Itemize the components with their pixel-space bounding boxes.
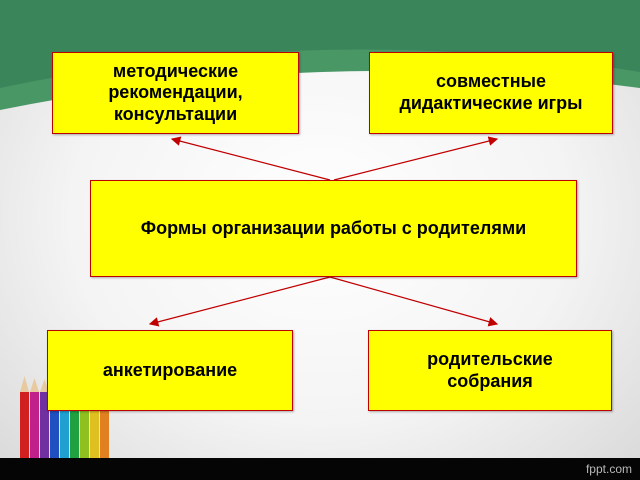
box-bottom-right: родительские собрания bbox=[368, 330, 612, 411]
box-bottom-left-text: анкетирование bbox=[102, 359, 238, 380]
pencil-green bbox=[70, 404, 79, 458]
box-top-right-text: совместные дидактические игры bbox=[399, 71, 583, 113]
pencil-red bbox=[20, 376, 29, 458]
pencil-yellow bbox=[90, 404, 99, 458]
pencil-cyan bbox=[60, 404, 69, 458]
arrow-to-top-left bbox=[170, 136, 331, 181]
pencil-orange bbox=[100, 404, 109, 458]
box-center: Формы организации работы с родителями bbox=[90, 180, 577, 277]
watermark: fppt.com bbox=[585, 462, 632, 476]
arrow-to-bottom-left bbox=[148, 276, 331, 327]
pencil-magenta bbox=[30, 378, 39, 458]
box-top-left: методические рекомендации, консультации bbox=[52, 52, 299, 134]
box-top-left-text: методические рекомендации, консультации bbox=[108, 60, 243, 124]
bottom-bar bbox=[0, 458, 640, 480]
pencil-lime bbox=[80, 404, 89, 458]
box-bottom-right-text: родительские собрания bbox=[427, 348, 553, 391]
arrow-to-top-right bbox=[333, 136, 499, 181]
box-center-text: Формы организации работы с родителями bbox=[140, 217, 527, 238]
pencil-blue bbox=[50, 400, 59, 458]
box-bottom-left: анкетирование bbox=[47, 330, 293, 411]
pencil-purple bbox=[40, 379, 49, 458]
arrow-to-bottom-right bbox=[329, 276, 499, 327]
box-top-right: совместные дидактические игры bbox=[369, 52, 613, 134]
